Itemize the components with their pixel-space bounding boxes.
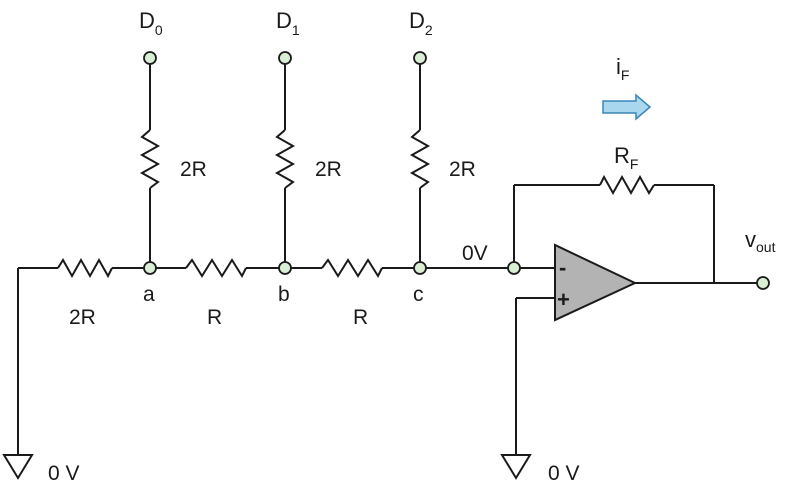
label-node-a: a <box>143 283 155 306</box>
resistor-2r-d1 <box>274 129 296 189</box>
node-b <box>278 261 292 275</box>
label-r-ab: R <box>207 306 222 329</box>
label-ground-left: 0 V <box>48 462 80 485</box>
opamp: - + <box>554 243 638 322</box>
opamp-minus: - <box>559 255 566 280</box>
ground-icon-left <box>2 454 34 480</box>
resistor-2r-d2 <box>409 129 431 189</box>
label-r-bc: R <box>353 306 368 329</box>
label-2r-d1: 2R <box>315 158 342 181</box>
label-vout: vout <box>745 227 776 255</box>
label-rf: RF <box>614 143 638 172</box>
resistor-r-ab <box>185 258 247 279</box>
label-d1: D1 <box>276 8 300 38</box>
label-d0: D0 <box>139 8 163 38</box>
terminal-vout <box>756 276 770 290</box>
current-arrow-icon <box>602 93 652 121</box>
opamp-body <box>554 243 638 322</box>
label-virtual-ground: 0V <box>462 242 488 265</box>
label-node-b: b <box>278 283 290 306</box>
noninverting-ground-wire <box>515 297 555 455</box>
label-ground-right: 0 V <box>548 462 580 485</box>
terminal-d2 <box>413 51 427 65</box>
resistor-r-bc <box>321 258 383 279</box>
label-2r-d0: 2R <box>180 158 207 181</box>
vertical-branch-d2 <box>409 62 431 268</box>
resistor-2r-d0 <box>139 129 161 189</box>
label-if: iF <box>616 54 629 83</box>
terminal-d1 <box>278 51 292 65</box>
node-virtual-ground <box>507 261 521 275</box>
node-c <box>413 261 427 275</box>
opamp-plus: + <box>557 287 570 312</box>
label-2r-ground: 2R <box>69 306 96 329</box>
terminal-d0 <box>143 51 157 65</box>
label-node-c: c <box>413 283 424 306</box>
vertical-branch-d1 <box>274 62 296 268</box>
feedback-path <box>513 174 715 283</box>
resistor-rf <box>599 174 655 196</box>
label-d2: D2 <box>409 8 433 38</box>
ground-icon-right <box>500 454 532 480</box>
vertical-branch-d0 <box>139 62 161 268</box>
node-a <box>143 261 157 275</box>
label-2r-d2: 2R <box>449 158 476 181</box>
resistor-2r-ground <box>57 257 113 279</box>
